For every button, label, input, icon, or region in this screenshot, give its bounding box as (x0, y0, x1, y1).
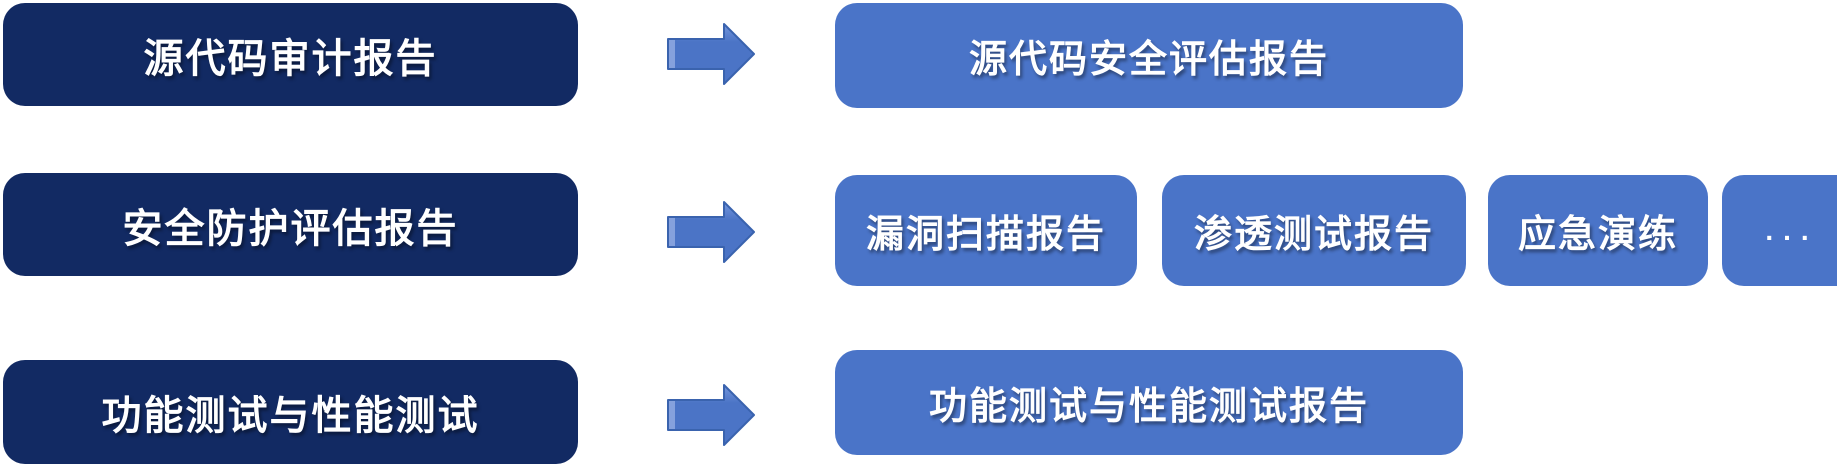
node-functional-and-performance-test-report: 功能测试与性能测试报告 (835, 350, 1463, 455)
right-arrow-icon (667, 384, 755, 446)
node-emergency-drill: 应急演练 (1488, 175, 1708, 286)
node-label: 渗透测试报告 (1193, 214, 1434, 256)
node-label: 漏洞扫描报告 (865, 214, 1106, 256)
node-functional-and-performance-testing: 功能测试与性能测试 (3, 360, 578, 464)
node-security-protection-assessment-report: 安全防护评估报告 (3, 173, 578, 276)
node-source-code-security-assessment-report: 源代码安全评估报告 (835, 3, 1463, 108)
node-label: 源代码审计报告 (143, 36, 438, 81)
node-label: 源代码安全评估报告 (968, 39, 1329, 81)
node-label: 应急演练 (1517, 214, 1678, 256)
right-arrow-icon (667, 201, 755, 263)
node-more-ellipsis: ... (1722, 175, 1837, 286)
right-arrow-icon (667, 23, 755, 85)
node-label: 功能测试与性能测试 (101, 394, 480, 438)
node-label: 安全防护评估报告 (122, 206, 459, 251)
node-source-code-audit-report: 源代码审计报告 (3, 3, 578, 106)
node-vulnerability-scan-report: 漏洞扫描报告 (835, 175, 1137, 286)
node-penetration-test-report: 渗透测试报告 (1162, 175, 1466, 286)
node-label: 功能测试与性能测试报告 (928, 386, 1369, 428)
ellipsis-label: ... (1765, 214, 1819, 246)
